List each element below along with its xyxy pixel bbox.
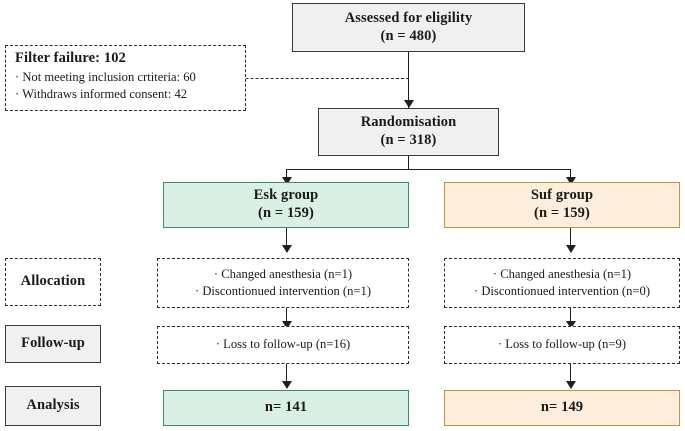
esk-followup-text: · Loss to follow-up (n=16) bbox=[215, 337, 351, 352]
suf-group-line-1: Suf group bbox=[530, 187, 594, 204]
node-filter-failure: Filter failure: 102 · Not meeting inclus… bbox=[5, 45, 246, 111]
assessed-line-1: Assessed for eligility bbox=[344, 9, 473, 26]
suf-followup-text: · Loss to follow-up (n=9) bbox=[497, 337, 627, 352]
node-esk-analysis-result: n= 141 bbox=[163, 390, 409, 426]
connector-suf-group-to-allocation bbox=[570, 228, 571, 250]
connector-split-left bbox=[286, 169, 287, 181]
arrowhead-esk-group bbox=[281, 177, 292, 185]
followup-label-text: Follow-up bbox=[21, 335, 85, 352]
esk-allocation-item-2: · Discontionued intervention (n=1) bbox=[194, 284, 372, 298]
node-suf-followup-detail: · Loss to follow-up (n=9) bbox=[444, 326, 680, 364]
stage-label-allocation: Allocation bbox=[5, 258, 101, 306]
suf-allocation-item-2: · Discontionued intervention (n=0) bbox=[473, 284, 651, 298]
randomisation-line-1: Randomisation bbox=[360, 114, 457, 131]
stage-label-followup: Follow-up bbox=[5, 325, 101, 363]
arrowhead-esk-analysis bbox=[281, 381, 292, 389]
suf-group-line-2: (n = 159) bbox=[534, 205, 590, 221]
connector-split-bar bbox=[286, 169, 571, 170]
stage-label-analysis: Analysis bbox=[5, 386, 101, 426]
filter-failure-heading: Filter failure: 102 bbox=[15, 50, 126, 66]
analysis-label-text: Analysis bbox=[26, 397, 80, 414]
node-assessed-for-eligibility: Assessed for eligility (n = 480) bbox=[292, 3, 525, 52]
connector-esk-allocation-to-followup bbox=[286, 308, 287, 326]
node-esk-followup-detail: · Loss to follow-up (n=16) bbox=[157, 326, 409, 364]
arrowhead-suf-followup bbox=[565, 321, 576, 329]
connector-esk-group-to-allocation bbox=[286, 228, 287, 250]
filter-failure-item-1: · Not meeting inclusion crtiteria: 60 bbox=[15, 69, 196, 84]
node-randomisation: Randomisation (n = 318) bbox=[318, 108, 499, 156]
arrowhead-suf-allocation bbox=[565, 245, 576, 253]
connector-esk-followup-to-analysis bbox=[286, 364, 287, 386]
suf-allocation-item-1: · Changed anesthesia (n=1) bbox=[492, 266, 632, 281]
arrowhead-esk-followup bbox=[281, 321, 292, 329]
randomisation-line-2: (n = 318) bbox=[380, 132, 437, 148]
connector-assessed-to-randomisation bbox=[408, 52, 409, 108]
connector-suf-allocation-to-followup bbox=[570, 308, 571, 326]
node-suf-group: Suf group (n = 159) bbox=[444, 182, 680, 228]
arrowhead-suf-group bbox=[565, 177, 576, 185]
node-esk-group: Esk group (n = 159) bbox=[163, 182, 409, 228]
esk-group-line-1: Esk group bbox=[253, 187, 319, 204]
node-suf-allocation-detail: · Changed anesthesia (n=1) · Discontionu… bbox=[444, 258, 680, 308]
esk-analysis-text: n= 141 bbox=[264, 399, 308, 416]
arrowhead-esk-allocation bbox=[281, 245, 292, 253]
filter-failure-item-2: · Withdraws informed consent: 42 bbox=[15, 87, 188, 102]
connector-suf-followup-to-analysis bbox=[570, 364, 571, 386]
node-suf-analysis-result: n= 149 bbox=[444, 390, 680, 426]
arrowhead-randomisation bbox=[403, 100, 414, 108]
assessed-line-2: (n = 480) bbox=[380, 27, 437, 44]
esk-allocation-item-1: · Changed anesthesia (n=1) bbox=[213, 266, 353, 281]
arrowhead-suf-analysis bbox=[565, 381, 576, 389]
connector-split-right bbox=[570, 169, 571, 181]
connector-randomisation-stem bbox=[408, 156, 409, 170]
esk-group-line-2: (n = 159) bbox=[258, 205, 314, 221]
node-esk-allocation-detail: · Changed anesthesia (n=1) · Discontionu… bbox=[157, 258, 409, 308]
allocation-label-text: Allocation bbox=[20, 273, 86, 290]
suf-analysis-text: n= 149 bbox=[540, 399, 584, 416]
